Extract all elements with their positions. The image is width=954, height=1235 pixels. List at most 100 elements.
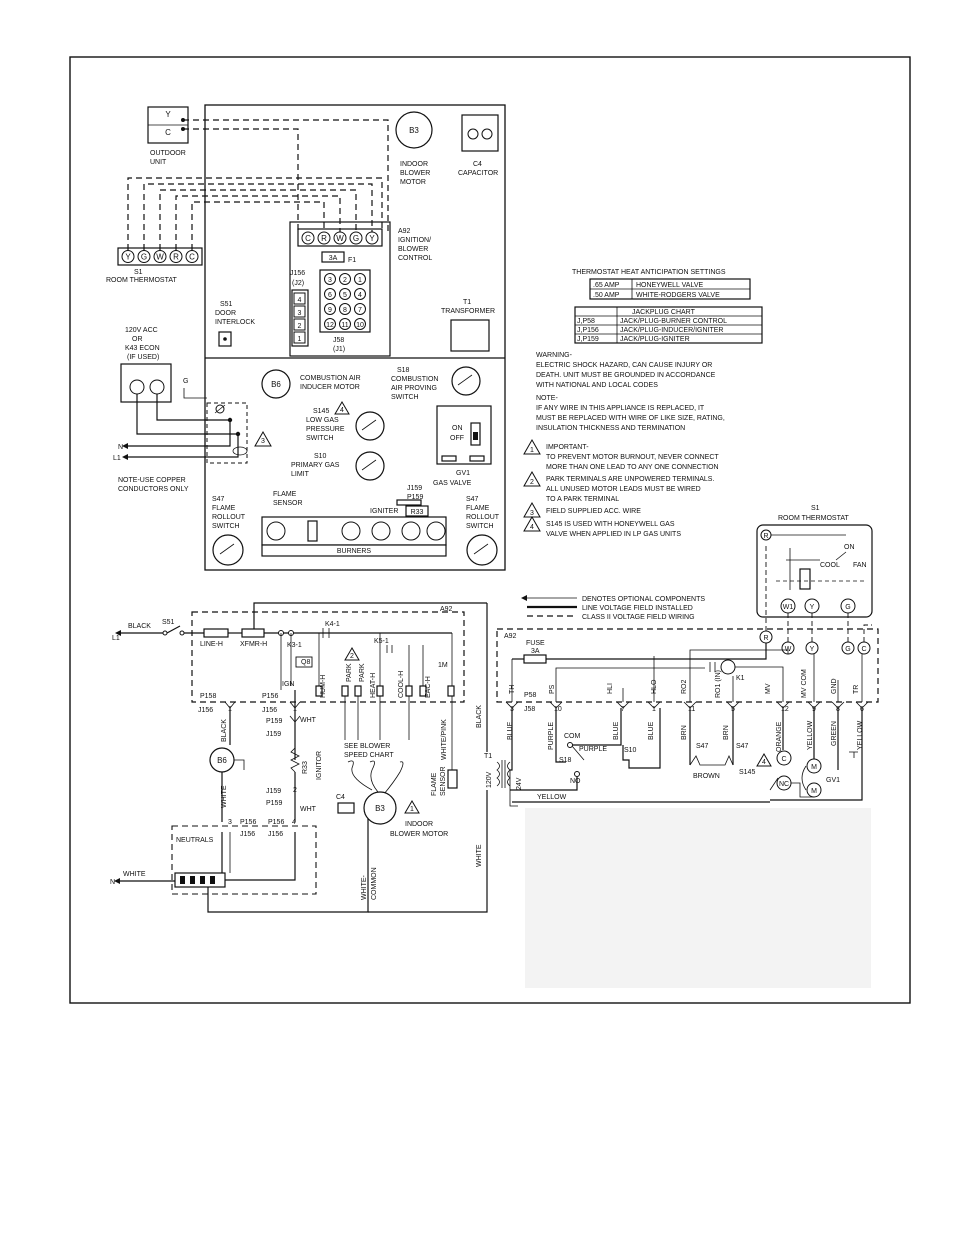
r33-id: R33 <box>411 509 424 516</box>
anticipation-title: THERMOSTAT HEAT ANTICIPATION SETTINGS <box>572 269 726 276</box>
c4-ladder-symbol <box>337 802 355 814</box>
note-1-line: MORE THAN ONE LEAD TO ANY ONE CONNECTION <box>546 464 719 471</box>
lv-s10: S10 <box>624 747 637 754</box>
note-3-marker <box>254 430 272 447</box>
lv-orange: ORANGE <box>776 721 783 752</box>
lv-a92: A92 <box>504 633 517 640</box>
c4-label: CAPACITOR <box>458 170 498 177</box>
ladder-p156-c: P156 <box>268 819 284 826</box>
a92-label-1: IGNITION/ <box>398 237 431 244</box>
note-2-line: TO A PARK TERMINAL <box>546 496 619 503</box>
lv-purple-2: PURPLE <box>579 746 607 753</box>
anticipation-valve: WHITE-RODGERS VALVE <box>636 292 720 299</box>
lv-term-g: G <box>845 646 850 653</box>
note-1: 1 IMPORTANT- TO PREVENT MOTOR BURNOUT, N… <box>523 438 719 471</box>
j58-connector: 3 2 1 6 5 4 9 8 7 12 11 10 <box>319 269 371 333</box>
ladder-q8: Q8 <box>301 659 310 666</box>
lv-fuse-symbol <box>523 654 547 664</box>
blank-shaded-panel <box>525 808 871 988</box>
relay-outputs <box>315 633 455 697</box>
ladder-p159-a: P159 <box>266 718 282 725</box>
ladder-p159-b: P159 <box>266 800 282 807</box>
j58-pin: 10 <box>356 322 364 329</box>
field-junction <box>206 402 248 464</box>
ladder-b3-label-2: BLOWER MOTOR <box>390 831 448 838</box>
lv-pin-label: GND <box>831 678 838 694</box>
b6-label-1: COMBUSTION AIR <box>300 375 361 382</box>
lv-fuse-rating: 3A <box>531 648 540 655</box>
note-4: 4 S145 IS USED WITH HONEYWELL GAS VALVE … <box>523 515 681 538</box>
ladder-j156-b: J156 <box>262 707 277 714</box>
lv-pin-label: HLI <box>607 683 614 694</box>
outdoor-label-2: UNIT <box>150 159 167 166</box>
a92-term-c: C <box>305 234 311 243</box>
note-2-number: 2 <box>530 479 534 486</box>
s51-label-1: DOOR <box>215 310 236 317</box>
l1-line-label: L1 <box>113 455 121 462</box>
flame-sensor-label-1: FLAME <box>273 491 297 498</box>
lv-s47-a: S47 <box>696 743 709 750</box>
fuse-id: F1 <box>348 257 356 264</box>
ladder-r33: R33 <box>302 761 309 774</box>
s145-label-2: PRESSURE <box>306 426 345 433</box>
ladder-120v: 120V <box>486 771 493 788</box>
lv-blue-2: BLUE <box>613 721 620 740</box>
note-2-line: ALL UNUSED MOTOR LEADS MUST BE WIRED <box>546 486 701 493</box>
ladder-white-pink: WHITE/PINK <box>441 719 448 760</box>
a92-terminal-strip: C R W G Y <box>297 228 383 247</box>
outdoor-term-c: C <box>165 128 171 137</box>
burner-label-bar <box>261 544 447 557</box>
ladder-j159-b: J159 <box>266 788 281 795</box>
jackplug-code: J,P156 <box>577 327 599 334</box>
s10-switch-symbol <box>355 451 385 481</box>
ladder-xfmr-h: XFMR-H <box>240 641 267 648</box>
s47-left-id: S47 <box>212 496 225 503</box>
lv-pin-label: RO1 (IN) <box>715 670 722 698</box>
lv-m2: M <box>811 788 817 795</box>
j58-pin: 12 <box>326 322 334 329</box>
warning-line: WITH NATIONAL AND LOCAL CODES <box>536 382 658 389</box>
ladder-c4: C4 <box>336 794 345 801</box>
s145-switch-symbol <box>355 411 385 441</box>
ladder-black-v: BLACK <box>476 705 483 728</box>
lv-term-nc: NC <box>779 781 789 788</box>
gv1-on: ON <box>452 425 463 432</box>
ladder-black-b6: BLACK <box>221 719 228 742</box>
s47-right-label-3: SWITCH <box>466 523 494 530</box>
a92-term-g: G <box>353 234 359 243</box>
legend-optional: DENOTES OPTIONAL COMPONENTS <box>582 596 705 603</box>
thermostat-term-r: R <box>763 533 768 540</box>
lv-note-4: 4 <box>762 759 766 766</box>
lv-no: NO <box>570 778 581 785</box>
anticipation-valve: HONEYWELL VALVE <box>636 282 704 289</box>
power-label-3: K43 ECON <box>125 345 160 352</box>
note-line: IF ANY WIRE IN THIS APPLIANCE IS REPLACE… <box>536 405 705 412</box>
a92-board-outline <box>191 611 465 703</box>
j58-pin: 1 <box>358 277 362 284</box>
lv-pin-num: 10 <box>554 706 562 713</box>
outdoor-term-y: Y <box>165 110 171 119</box>
ladder-k3: K3-1 <box>287 642 302 649</box>
ladder-j156-c: J156 <box>240 831 255 838</box>
warning-line: ELECTRIC SHOCK HAZARD, CAN CAUSE INJURY … <box>536 362 712 369</box>
s47-left-label-1: FLAME <box>212 505 236 512</box>
ladder-eac: EAC-H <box>425 676 432 698</box>
s18-label-2: AIR PROVING <box>391 385 437 392</box>
lv-yellow-1: YELLOW <box>807 720 814 750</box>
a92-id: A92 <box>398 228 411 235</box>
thermostat-term-w1: W1 <box>783 604 794 611</box>
j58-pin: 9 <box>328 307 332 314</box>
lv-green: GREEN <box>831 721 838 746</box>
lv-s47-b: S47 <box>736 743 749 750</box>
ladder-p158: P158 <box>200 693 216 700</box>
j58-pin: 2 <box>343 277 347 284</box>
lv-gv1: GV1 <box>826 777 840 784</box>
jackplug-desc: JACK/PLUG-INDUCER/IGNITER <box>620 327 723 334</box>
j58-pin: 4 <box>358 292 362 299</box>
s18-id: S18 <box>397 367 410 374</box>
ladder-line-h: LINE-H <box>200 641 223 648</box>
j156-alt: (J2) <box>292 280 304 287</box>
ladder-white-v: WHITE <box>476 844 483 867</box>
ladder-t1: T1 <box>484 753 492 760</box>
lv-pin-label: MV COM <box>801 669 808 698</box>
